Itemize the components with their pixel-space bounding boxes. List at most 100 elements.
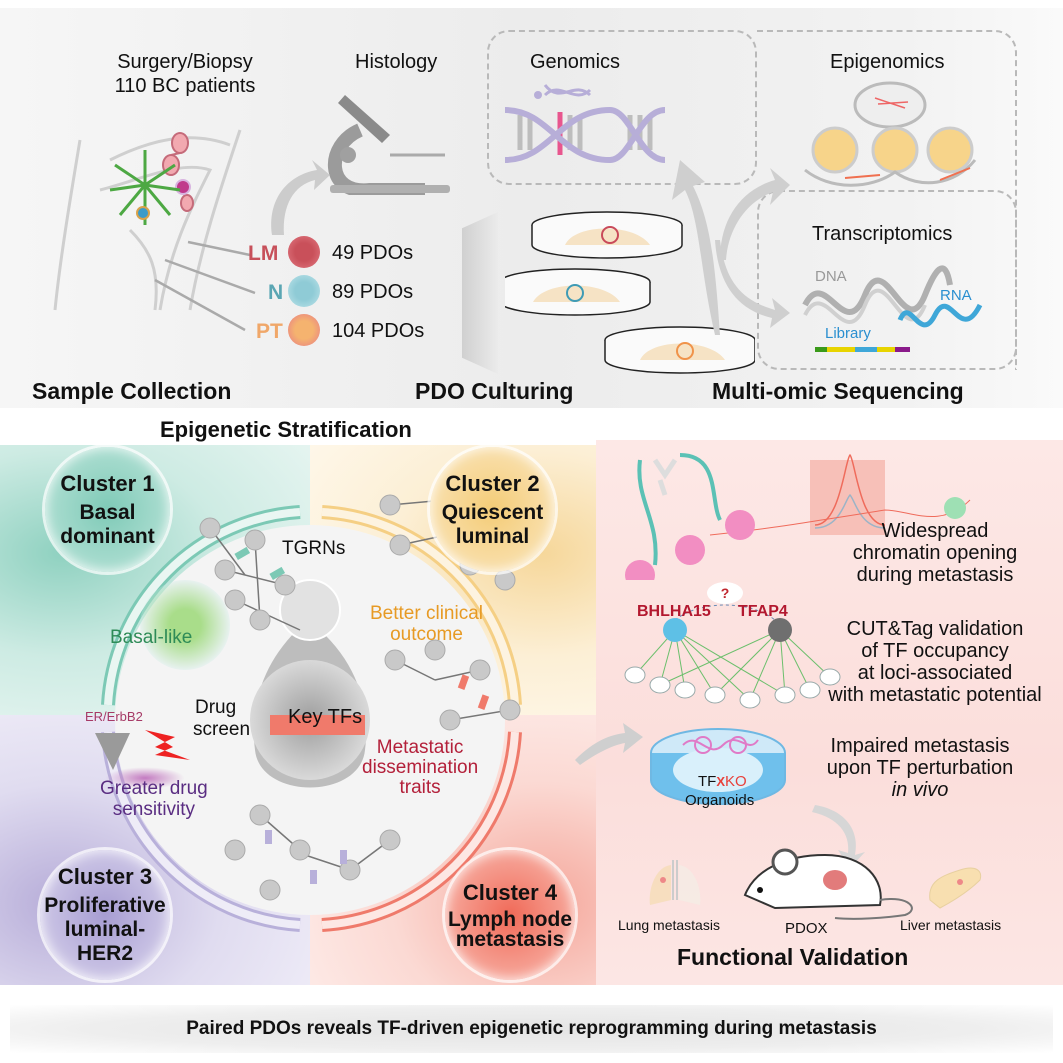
- better-outcome-line2: outcome: [390, 624, 463, 645]
- genomics-box: [487, 30, 757, 185]
- sample-collection-title: Sample Collection: [32, 378, 232, 404]
- metastatic-line1: Metastatic: [376, 737, 464, 758]
- cuttag-line1: CUT&Tag validation: [846, 618, 1024, 640]
- transcriptomics-label: Transcriptomics: [812, 223, 953, 245]
- cuttag-line3: at loci-associated: [857, 662, 1013, 684]
- chromatin-line3: during metastasis: [856, 564, 1014, 586]
- top-panel: [0, 8, 1063, 408]
- drug-capsule-icon: [105, 767, 185, 789]
- cluster1-title: Cluster 1: [60, 470, 155, 496]
- genomics-label: Genomics: [530, 51, 621, 73]
- cluster1-desc-line2: dominant: [60, 524, 155, 548]
- cluster4-desc: Lymph node metastasis: [447, 908, 573, 951]
- cuttag-line2: of TF occupancy: [861, 640, 1009, 662]
- metastatic-traits-label: Metastatic dissemination traits: [362, 738, 478, 798]
- summary-banner: Paired PDOs reveals TF-driven epigenetic…: [10, 1005, 1053, 1053]
- dna-label: DNA: [815, 268, 847, 285]
- tgrns-label: TGRNs: [282, 538, 346, 559]
- arrow-to-validation: [575, 723, 643, 765]
- pdo-culturing-title: PDO Culturing: [415, 378, 574, 404]
- tf-target-network: [624, 604, 841, 709]
- greater-drug-line2: sensitivity: [112, 799, 196, 820]
- epigenomics-box: [757, 30, 1017, 370]
- question-bubble: ?: [707, 582, 743, 604]
- pt-organoid-icon: [288, 314, 320, 346]
- liver-icon: [929, 867, 982, 909]
- metastatic-line3: traits: [399, 777, 441, 798]
- cluster3-title: Cluster 3: [57, 864, 153, 889]
- greater-drug-label: Greater drug sensitivity: [100, 778, 208, 820]
- microscope-icon: [328, 95, 450, 195]
- rna-label: RNA: [940, 287, 972, 304]
- cluster4-title: Cluster 4: [462, 880, 558, 905]
- epigenomics-label: Epigenomics: [830, 51, 945, 73]
- metastatic-line2: dissemination: [362, 757, 479, 778]
- histology-label: Histology: [355, 51, 438, 73]
- summary-text: Paired PDOs reveals TF-driven epigenetic…: [186, 1018, 877, 1039]
- drug-screen-line1: Drug: [195, 697, 237, 718]
- lightning-inhibition-icon: [95, 730, 190, 770]
- drug-screen-label: Drug screen: [193, 697, 250, 741]
- cluster4-desc-line2: metastasis: [455, 928, 565, 951]
- sample-code-n: N: [268, 281, 284, 304]
- tumor-lymphnode-icon: [109, 132, 194, 225]
- cluster3-bubble: Cluster 3 Proliferative luminal-HER2: [40, 850, 170, 980]
- culturing-divider: [462, 212, 498, 374]
- cluster2-desc-line1: Quiescent: [441, 500, 544, 524]
- cluster2-desc-line2: luminal: [455, 524, 530, 548]
- chromatin-opening-illustration: [625, 453, 971, 580]
- better-outcome-line1: Better clinical: [370, 603, 483, 624]
- basal-like-label: Basal-like: [110, 627, 193, 648]
- impaired-line1: Impaired metastasis: [830, 735, 1010, 757]
- dna-helix-icon: [504, 84, 666, 164]
- tf-tfap4-label: TFAP4: [738, 603, 788, 620]
- lung-metastasis-label: Lung metastasis: [618, 917, 720, 933]
- omics-branch-arrows: [672, 160, 790, 335]
- sample-count-pt: 104 PDOs: [332, 320, 425, 342]
- pdox-mouse-icon: [743, 848, 913, 920]
- patient-torso-illustration: [53, 129, 242, 311]
- impaired-line2: upon TF perturbation: [826, 757, 1014, 779]
- cluster4-desc-line1: Lymph node: [447, 908, 573, 931]
- surgery-biopsy-label: Surgery/Biopsy 110 BC patients: [85, 50, 285, 98]
- er-erbb2-label: ER/ErbB2: [85, 709, 143, 724]
- sample-code-pt: PT: [256, 320, 283, 343]
- lm-organoid-icon: [288, 236, 320, 268]
- arrow-to-histology: [271, 160, 330, 235]
- transcriptomics-box: [757, 190, 1017, 370]
- cuttag-line4: with metastatic potential: [828, 684, 1042, 706]
- chromatin-line1: Widespread: [881, 520, 989, 542]
- better-outcome-label: Better clinical outcome: [370, 603, 483, 645]
- sample-connector-lines: [154, 240, 256, 332]
- organoid-dish-icon: [650, 728, 786, 805]
- sample-count-n: 89 PDOs: [332, 281, 414, 303]
- greater-drug-line1: Greater drug: [100, 778, 208, 799]
- n-organoid-icon: [288, 275, 320, 307]
- cluster3-desc-line2: luminal-HER2: [64, 918, 146, 965]
- cluster3-desc: Proliferative luminal-HER2: [40, 894, 170, 966]
- arrow-to-pdox: [812, 805, 865, 868]
- liver-metastasis-label: Liver metastasis: [900, 917, 1002, 933]
- source-line2: 110 BC patients: [114, 75, 256, 97]
- impaired-metastasis-text: Impaired metastasis upon TF perturbation…: [815, 735, 1025, 801]
- epigenetic-stratification-title: Epigenetic Stratification: [160, 417, 412, 442]
- functional-validation-title: Functional Validation: [677, 944, 909, 970]
- chromatin-line2: chromatin opening: [852, 542, 1018, 564]
- lung-icon: [649, 860, 701, 905]
- nucleosome-chromatin-icon: [804, 81, 977, 187]
- transcription-helix-icon: [802, 265, 983, 352]
- tf-ko-label: TFXKO: [698, 773, 747, 790]
- tf-bhlha15-label: BHLHA15: [637, 603, 711, 620]
- organoids-label: Organoids: [685, 792, 755, 809]
- cluster2-title: Cluster 2: [445, 470, 540, 496]
- impaired-line3: in vivo: [891, 779, 949, 801]
- source-line1: Surgery/Biopsy: [117, 51, 253, 73]
- pdox-label: PDOX: [785, 920, 828, 937]
- cluster2-desc: Quiescent luminal: [442, 501, 544, 549]
- sample-code-lm: LM: [248, 242, 279, 265]
- cluster2-bubble: Cluster 2 Quiescent luminal: [430, 447, 555, 572]
- basal-like-cells-icon: [140, 580, 230, 670]
- cluster1-desc-line1: Basal: [79, 500, 136, 524]
- pdo-culture-dishes: [505, 211, 755, 374]
- cuttag-text: CUT&Tag validation of TF occupancy at lo…: [800, 618, 1063, 706]
